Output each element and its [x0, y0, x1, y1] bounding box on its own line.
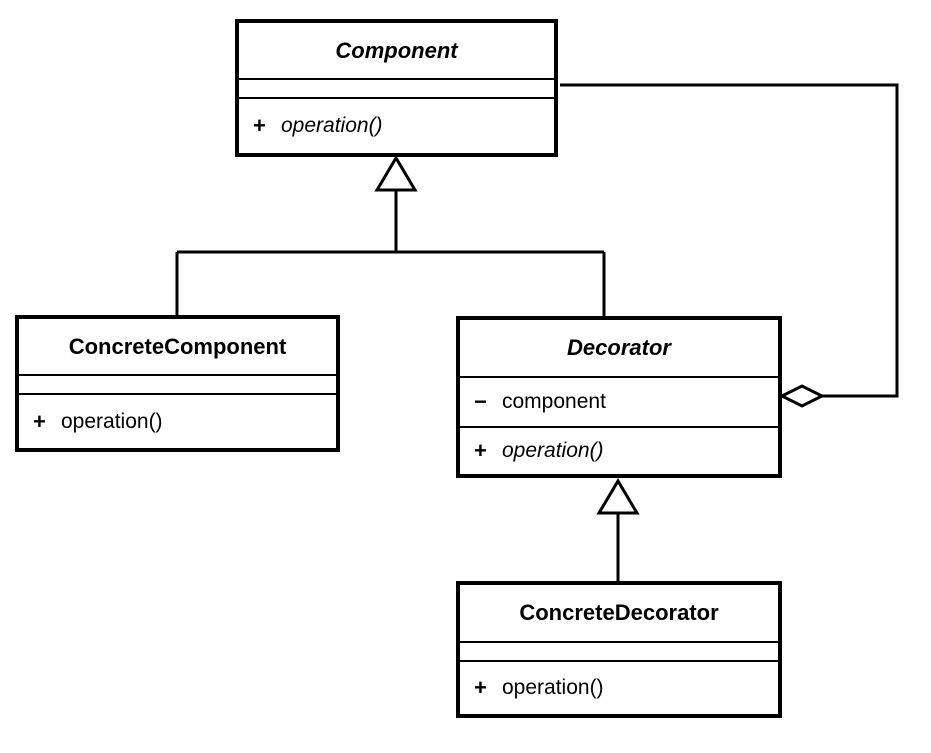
class-name-compartment: Decorator	[460, 320, 778, 376]
class-name-compartment: ConcreteComponent	[19, 319, 336, 374]
attribute-label: component	[502, 390, 606, 413]
visibility-marker: −	[474, 389, 487, 414]
hollow-triangle-icon	[596, 478, 640, 515]
generalization-edge-to-decorator	[596, 478, 640, 581]
visibility-marker: +	[474, 438, 487, 463]
operation-label: operation()	[502, 676, 604, 699]
aggregation-edge-decorator-component	[560, 83, 899, 408]
attributes-compartment: − component	[460, 376, 778, 426]
operations-compartment: + operation()	[239, 97, 554, 153]
visibility-marker: +	[253, 113, 266, 138]
operation-label: operation()	[61, 409, 163, 433]
class-name-label: ConcreteDecorator	[519, 600, 719, 625]
attributes-compartment	[460, 641, 778, 660]
class-name-compartment: ConcreteDecorator	[460, 585, 778, 641]
class-box-decorator[interactable]: Decorator − component + operation()	[456, 316, 782, 478]
class-name-label: Component	[335, 37, 458, 63]
class-box-concrete-component[interactable]: ConcreteComponent + operation()	[15, 315, 340, 452]
class-box-component[interactable]: Component + operation()	[235, 19, 558, 157]
operation-label: operation()	[281, 114, 383, 137]
operations-compartment: + operation()	[19, 393, 336, 448]
generalization-edge-to-component	[175, 155, 606, 317]
class-name-label: ConcreteComponent	[68, 333, 287, 359]
hollow-triangle-icon	[374, 155, 418, 192]
operations-compartment: + operation()	[460, 660, 778, 714]
attributes-compartment	[239, 78, 554, 97]
operation-label: operation()	[502, 439, 604, 462]
operations-compartment: + operation()	[460, 426, 778, 474]
class-name-label: Decorator	[567, 335, 671, 360]
visibility-marker: +	[33, 408, 46, 434]
visibility-marker: +	[474, 675, 487, 700]
class-name-compartment: Component	[239, 23, 554, 78]
class-box-concrete-decorator[interactable]: ConcreteDecorator + operation()	[456, 581, 782, 718]
attributes-compartment	[19, 374, 336, 393]
hollow-diamond-icon	[778, 384, 826, 408]
